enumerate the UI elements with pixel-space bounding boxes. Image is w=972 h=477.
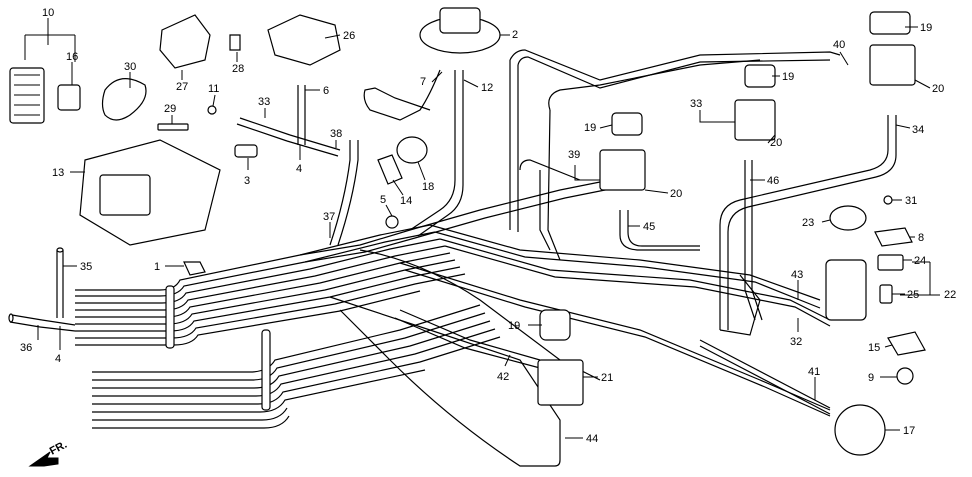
hose-bundle-left: [75, 224, 501, 429]
callout-20-b: 20: [770, 137, 782, 149]
callout-26: 26: [343, 30, 355, 42]
callout-13: 13: [52, 167, 64, 179]
callout-11: 11: [208, 83, 219, 95]
callout-2: 2: [512, 29, 518, 41]
callout-labels: 10 16 30 27 28 26 2 19 40 20 11 29 33 6 …: [20, 7, 956, 445]
callout-20-c: 20: [670, 188, 682, 200]
callout-15: 15: [868, 342, 880, 354]
callout-1: 1: [154, 261, 160, 273]
callout-4-a: 4: [296, 163, 302, 175]
callout-5: 5: [380, 194, 386, 206]
callout-38: 38: [330, 128, 342, 140]
front-arrow-icon: [28, 451, 59, 467]
callout-39: 39: [568, 149, 580, 161]
callout-19-d: 19: [508, 320, 520, 332]
hose-network: [8, 49, 897, 467]
callout-30: 30: [124, 61, 136, 73]
leader-lines: [24, 18, 940, 439]
callout-27: 27: [176, 81, 188, 93]
callout-18: 18: [422, 181, 434, 193]
callout-7: 7: [420, 76, 426, 88]
callout-41: 41: [808, 366, 820, 378]
callout-40: 40: [833, 39, 845, 51]
callout-9: 9: [868, 372, 874, 384]
callout-42: 42: [497, 371, 509, 383]
callout-21: 21: [601, 372, 613, 384]
callout-8: 8: [918, 232, 924, 244]
front-direction-indicator: FR.: [28, 439, 69, 467]
callout-28: 28: [232, 63, 244, 75]
callout-44: 44: [586, 433, 598, 445]
callout-33-a: 33: [258, 96, 270, 108]
callout-20-a: 20: [932, 83, 944, 95]
callout-43: 43: [791, 269, 803, 281]
callout-31: 31: [905, 195, 917, 207]
callout-37: 37: [323, 211, 335, 223]
callout-34: 34: [912, 124, 924, 136]
callout-4-b: 4: [55, 353, 61, 365]
callout-12: 12: [481, 82, 493, 94]
callout-45: 45: [643, 221, 655, 233]
callout-23: 23: [802, 217, 814, 229]
callout-10: 10: [42, 7, 54, 19]
callout-22: 22: [944, 289, 956, 301]
callout-19-a: 19: [920, 22, 932, 34]
callout-35: 35: [80, 261, 92, 273]
callout-6: 6: [323, 85, 329, 97]
callout-24: 24: [914, 255, 926, 267]
front-label: FR.: [48, 439, 69, 458]
parts: [9, 7, 926, 456]
callout-19-b: 19: [782, 71, 794, 83]
callout-25: 25: [907, 289, 919, 301]
callout-46: 46: [767, 175, 779, 187]
callout-33-b: 33: [690, 98, 702, 110]
callout-19-c: 19: [584, 122, 596, 134]
callout-3: 3: [244, 175, 250, 187]
callout-32: 32: [790, 336, 802, 348]
callout-16: 16: [66, 51, 78, 63]
callout-29: 29: [164, 103, 176, 115]
callout-17: 17: [903, 425, 915, 437]
callout-36: 36: [20, 342, 32, 354]
callout-14: 14: [400, 195, 412, 207]
